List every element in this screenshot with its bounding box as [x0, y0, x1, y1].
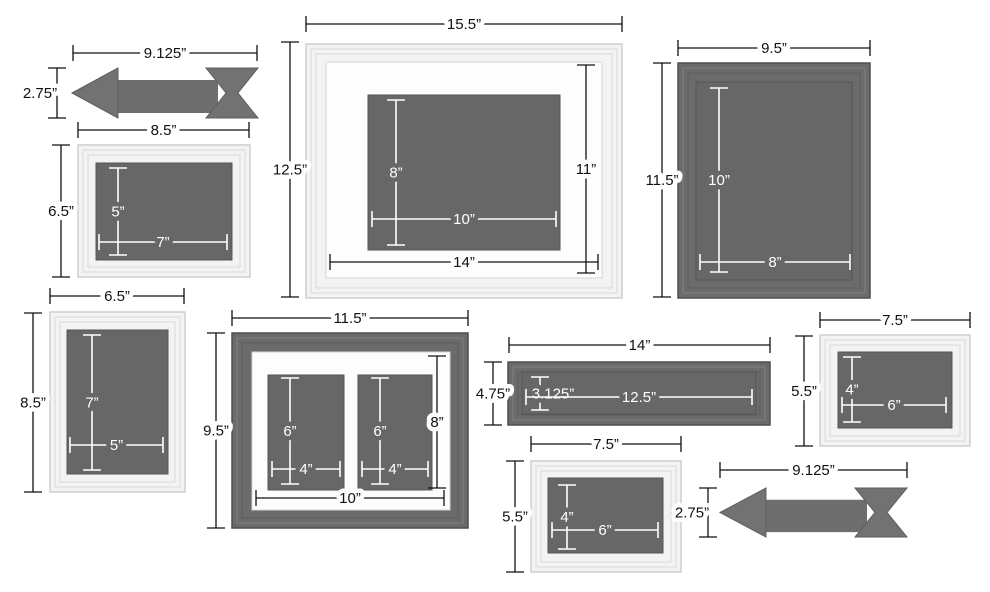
dimension-label: 7”: [156, 234, 169, 251]
dimension-label: 12.5”: [273, 162, 307, 179]
dimension-label: 4”: [388, 461, 401, 478]
arrow-bottom-right: 9.125” 2.75”: [670, 458, 909, 538]
photo-opening: [357, 374, 433, 491]
photo-opening: [695, 81, 853, 281]
dimension-label: 11.5”: [333, 310, 366, 327]
dimension-label: 8”: [389, 165, 402, 182]
dimension-label: 10”: [339, 490, 361, 507]
dimension-label: 4.75”: [476, 386, 510, 403]
frame-portrait-white: 6.5” 8.5” 7” 5”: [16, 284, 186, 493]
dimension-label: 5”: [110, 437, 123, 454]
frame-portrait-dark: 9.5” 11.5” 10” 8”: [641, 36, 871, 299]
dimension-label: 7.5”: [593, 436, 619, 453]
arrow-shaft: [764, 499, 867, 533]
photo-opening: [521, 371, 757, 415]
frame-bevel: [829, 344, 961, 437]
frame-bevel: [682, 67, 866, 294]
dimension-label: 3.125”: [532, 386, 575, 403]
dimension-label: 14”: [453, 254, 475, 271]
dimension-label: 11”: [576, 161, 597, 178]
frame-bevel: [241, 342, 459, 519]
frame-double-matted-dark: 11.5” 9.5” 6” 4” 6” 4” 8” 10”: [199, 306, 469, 529]
dimension-label: 12.5”: [622, 389, 656, 406]
dimension-label: 4”: [560, 509, 573, 526]
dimension-label: 5”: [111, 204, 124, 221]
frame-small-white-bottom: 7.5” 5.5” 4” 6”: [498, 432, 682, 573]
photo-opening: [367, 94, 561, 251]
dimension-label: 11.5”: [645, 172, 678, 189]
dimension-label: 5.5”: [791, 383, 817, 400]
dimension-label: 9.5”: [203, 423, 229, 440]
frame-bevel: [512, 366, 766, 421]
dimension-label: 8.5”: [151, 122, 177, 139]
frame-panoramic-dark: 14” 4.75” 3.125” 12.5”: [471, 333, 771, 426]
dimension-label: 8.5”: [20, 395, 46, 412]
arrow-top-left: 9.125” 2.75”: [18, 41, 260, 119]
photo-opening: [66, 329, 169, 475]
dimension-label: 6.5”: [104, 288, 130, 305]
dimension-label: 5.5”: [502, 509, 528, 526]
frame-bevel: [236, 337, 464, 524]
arrowhead: [70, 67, 119, 119]
arrow-fletching: [204, 67, 260, 119]
arrow-fletching: [853, 487, 909, 538]
photo-opening: [837, 351, 953, 429]
frame-bevel: [59, 321, 176, 483]
frame-small-landscape-white: 8.5” 6.5” 5” 7”: [44, 118, 251, 278]
dimension-label: 10”: [453, 211, 475, 228]
frame-bevel: [824, 339, 966, 442]
frame-large-matted-white: 15.5” 12.5” 8” 10” 11” 14”: [268, 12, 623, 299]
dimension-label: 9.5”: [761, 40, 787, 57]
frame-bevel: [54, 316, 181, 488]
dimension-label: 6.5”: [48, 203, 74, 220]
frame-bevel: [687, 72, 861, 289]
dimension-label: 6”: [283, 423, 296, 440]
frame-bevel: [540, 470, 672, 563]
frame-bevel: [82, 149, 246, 273]
dimension-label: 6”: [373, 423, 386, 440]
arrowhead: [718, 487, 767, 538]
dimension-label: 8”: [768, 254, 781, 271]
dimension-label: 10”: [708, 172, 730, 189]
dimension-label: 4”: [845, 382, 858, 399]
dimension-label: 9.125”: [792, 462, 835, 479]
dimension-label: 9.125”: [144, 45, 187, 62]
frame-bevel: [315, 53, 613, 289]
frame-bevel: [535, 465, 677, 568]
dimension-label: 2.75”: [675, 505, 709, 522]
dimension-label: 7”: [85, 395, 98, 412]
dimension-label: 6”: [598, 522, 611, 539]
dimension-label: 15.5”: [447, 16, 481, 33]
dimension-label: 4”: [299, 461, 312, 478]
dimension-label: 2.75”: [23, 85, 57, 102]
arrow-shaft: [116, 80, 218, 113]
frame-small-white-right: 7.5” 5.5” 4” 6”: [787, 308, 971, 447]
frame-bevel: [87, 154, 241, 268]
dimension-label: 6”: [887, 397, 900, 414]
photo-opening: [267, 374, 345, 491]
dimension-label: 14”: [629, 337, 651, 354]
frame-bevel: [310, 48, 618, 294]
dimension-label: 8”: [430, 414, 443, 431]
dimension-label: 7.5”: [882, 312, 908, 329]
